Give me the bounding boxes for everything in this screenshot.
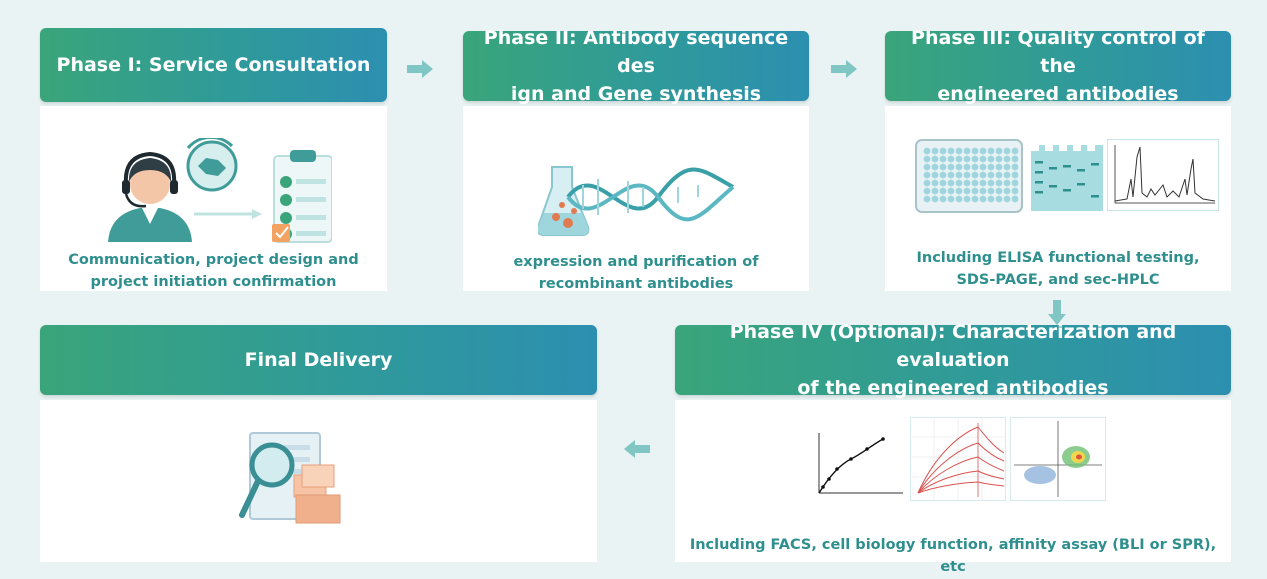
arrow-down [1048, 300, 1066, 325]
phase-1-title: Phase I: Service Consultation [56, 54, 371, 76]
customer-service-icon [108, 138, 332, 243]
phase-1-caption-line-2: project initiation confirmation [90, 274, 337, 290]
flask-dna-icon [538, 166, 735, 236]
phase-4-header: Phase IV (Optional): Characterization an… [675, 321, 1231, 399]
final-delivery-header: Final Delivery [40, 325, 597, 395]
phase-2-caption-line-2: recombinant antibodies [538, 276, 734, 292]
phase-2-caption-line-1: expression and purification of [513, 254, 759, 270]
arrow-right-2 [831, 60, 857, 78]
affinity-kinetics-icon [910, 417, 1006, 501]
phase-2-header: Phase II: Antibody sequence des ign and … [463, 27, 809, 105]
phase-4-caption: Including FACS, cell biology function, a… [675, 534, 1231, 578]
phase-2-card: Phase II: Antibody sequence des ign and … [463, 27, 809, 292]
binding-curve-icon [803, 429, 907, 501]
phase-2-body [463, 106, 809, 291]
arrow-right-1 [407, 60, 433, 78]
phase-2-caption: expression and purification of recombina… [463, 251, 809, 295]
arrow-left [624, 440, 650, 458]
phase-4-caption-line-1: Including FACS, cell biology function, a… [689, 537, 1217, 575]
facs-plot-icon [1010, 417, 1106, 501]
phase-1-caption-line-1: Communication, project design and [68, 252, 359, 268]
phase-3-caption-line-2: SDS-PAGE, and sec-HPLC [956, 272, 1160, 288]
phase-4-title-line-1: Phase IV (Optional): Characterization an… [729, 321, 1177, 371]
phase-3-caption: Including ELISA functional testing, SDS-… [885, 247, 1231, 291]
phase-1-header: Phase I: Service Consultation [40, 28, 387, 102]
phase-3-title-line-2: engineered antibodies [937, 83, 1179, 105]
sds-page-gel-icon [1031, 145, 1103, 211]
phase-2-title-line-2: ign and Gene synthesis [510, 83, 762, 105]
final-delivery-card: Final Delivery [40, 325, 597, 562]
phase-3-card: Phase III: Quality control of the engine… [885, 27, 1231, 291]
document-magnifier-boxes-icon [239, 432, 341, 524]
phase-3-title-line-1: Phase III: Quality control of the [911, 27, 1205, 77]
phase-4-title-line-2: of the engineered antibodies [797, 377, 1109, 399]
phase-1-card: Phase I: Service Consultation Communica [40, 28, 387, 291]
phase-3-caption-line-1: Including ELISA functional testing, [916, 250, 1200, 266]
phase-4-card: Phase IV (Optional): Characterization an… [675, 321, 1231, 575]
phase-1-caption: Communication, project design and projec… [40, 249, 387, 293]
sec-hplc-chromatogram-icon [1107, 139, 1219, 211]
phase-3-header: Phase III: Quality control of the engine… [885, 27, 1231, 105]
elisa-plate-icon [915, 139, 1023, 213]
final-delivery-title: Final Delivery [244, 349, 393, 371]
phase-2-title-line-1: Phase II: Antibody sequence des [483, 27, 789, 77]
